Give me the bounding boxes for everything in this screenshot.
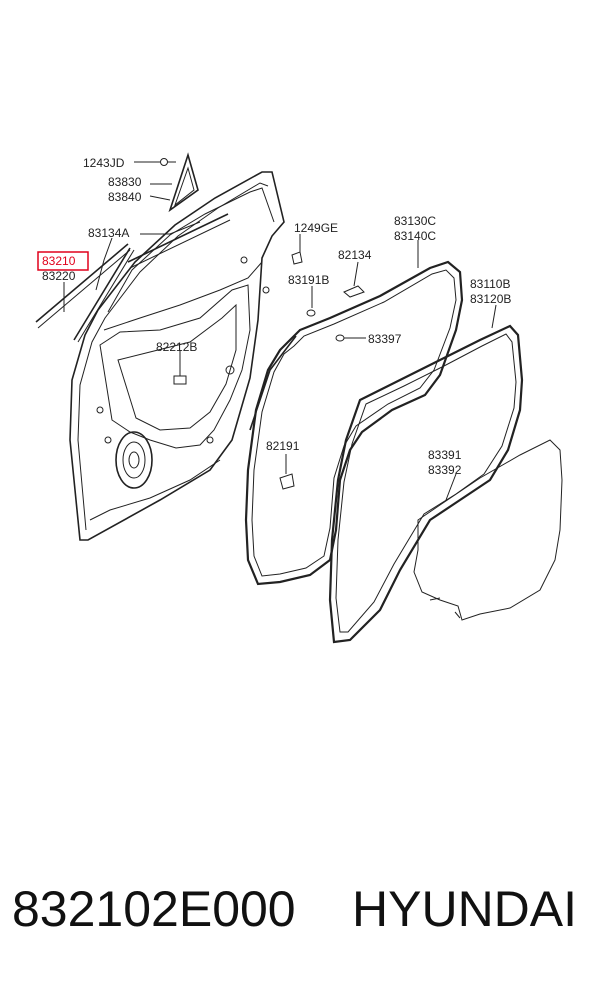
callout-83130c: 83130C <box>394 214 436 228</box>
speaker-icon <box>115 431 153 489</box>
callout-83391: 83391 <box>428 448 462 462</box>
highlight-box <box>37 251 89 271</box>
callout-83134a: 83134A <box>88 226 129 240</box>
footer: 832102E000 HYUNDAI <box>0 868 600 958</box>
pad-icon <box>343 285 365 298</box>
callout-83110b: 83110B <box>470 277 510 291</box>
delta-garnish <box>168 152 199 213</box>
callout-1249ge: 1249GE <box>294 221 338 235</box>
brand-name: HYUNDAI <box>352 881 578 937</box>
callout-83220: 83220 <box>42 269 76 283</box>
parts-diagram: 1243JD 83830 83840 83134A 83210 83220 12… <box>35 152 563 644</box>
plug-icon <box>335 334 345 342</box>
callout-1243jd: 1243JD <box>83 156 125 170</box>
callout-83210: 83210 <box>42 254 76 268</box>
body-weatherstrip <box>328 324 524 644</box>
door-weatherstrip <box>244 260 464 586</box>
bolt-82212b-icon <box>173 375 187 385</box>
screw-icon <box>160 158 168 166</box>
callout-83120b: 83120B <box>470 292 511 306</box>
callout-83191b: 83191B <box>288 273 329 287</box>
belt-moulding-83210 <box>35 243 129 323</box>
callout-82134: 82134 <box>338 248 372 262</box>
part-number: 832102E000 <box>12 881 296 937</box>
callout-83840: 83840 <box>108 190 142 204</box>
waterproof-film <box>413 439 563 621</box>
leader-lines <box>63 161 497 501</box>
callout-83830: 83830 <box>108 175 142 189</box>
callout-82191: 82191 <box>266 439 300 453</box>
clip-icon <box>306 309 316 317</box>
callout-82212b: 82212B <box>156 340 197 354</box>
callout-labels: 1243JD 83830 83840 83134A 83210 83220 12… <box>42 156 511 477</box>
callout-83140c: 83140C <box>394 229 436 243</box>
window-channel-strips <box>35 152 231 343</box>
bolt-icon <box>291 251 303 265</box>
small-parts <box>173 251 365 490</box>
callout-83392: 83392 <box>428 463 462 477</box>
callout-83397: 83397 <box>368 332 402 346</box>
grommet-icon <box>279 473 295 490</box>
door-panel <box>69 171 285 541</box>
